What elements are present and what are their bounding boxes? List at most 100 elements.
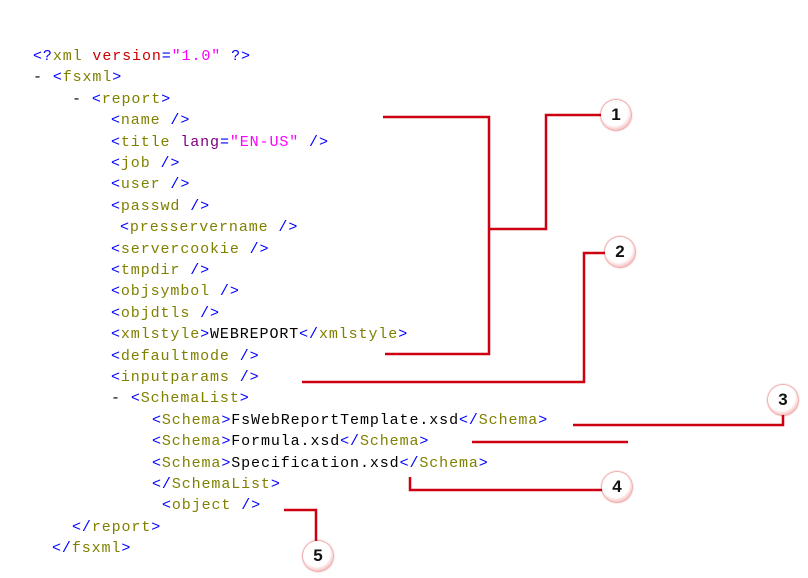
xml-tag: objdtls: [120, 304, 191, 322]
callout-line-4: [408, 477, 602, 492]
xml-close: >: [239, 390, 250, 408]
xml-line: </SchemaList>: [152, 476, 281, 494]
xml-close: >: [221, 454, 232, 472]
xml-open: <: [111, 262, 121, 279]
xml-open: <: [52, 69, 63, 87]
xml-close: >: [161, 90, 172, 108]
xml-close: />: [229, 347, 260, 365]
xml-close: >: [221, 433, 232, 451]
xml-prefix: -: [33, 69, 53, 87]
xml-endopen: </: [299, 326, 319, 344]
xml-line: <name />: [111, 112, 190, 130]
xml-line: <servercookie />: [111, 241, 269, 259]
xml-val: "1.0": [171, 48, 222, 65]
xml-close: />: [180, 197, 211, 215]
xml-line: </fsxml>: [52, 540, 131, 558]
xml-endopen: </: [340, 433, 360, 451]
xml-close: />: [160, 112, 191, 130]
xml-open: <: [111, 369, 121, 386]
xml-open: <: [162, 497, 172, 515]
xml-line: - <SchemaList>: [111, 390, 250, 408]
xml-text: FsWebReportTemplate.xsd: [231, 411, 459, 429]
xml-open: <: [111, 155, 121, 172]
xml-close: />: [160, 176, 191, 194]
xml-tag: Schema: [161, 433, 222, 451]
xml-tag: report: [91, 518, 152, 536]
xml-tag: objsymbol: [120, 283, 211, 301]
xml-line: <objdtls />: [111, 305, 220, 323]
xml-endtag: Schema: [419, 454, 479, 472]
xml-prefix: -: [72, 90, 92, 108]
xml-open: <: [111, 347, 121, 365]
xml-open: <: [91, 90, 102, 108]
xml-prefix: -: [111, 390, 131, 408]
xml-line: <passwd />: [111, 198, 210, 216]
xml-open: <: [111, 240, 121, 258]
xml-close: />: [268, 219, 299, 237]
xml-close: >: [121, 540, 132, 558]
xml-tag: fsxml: [71, 540, 122, 558]
xml-tag: passwd: [120, 197, 181, 215]
xml-open: <: [111, 133, 121, 151]
callout-1: 1: [601, 100, 631, 130]
xml-endopen: </: [399, 454, 420, 472]
xml-tag: tmpdir: [120, 262, 181, 279]
xml-line: <job />: [111, 155, 180, 173]
xml-close: />: [150, 155, 181, 172]
xml-line: <Schema>Formula.xsd</Schema>: [152, 433, 429, 451]
xml-close: />: [180, 262, 211, 279]
xml-tag: xml: [52, 48, 83, 65]
xml-close: >: [221, 411, 232, 429]
callout-4: 4: [602, 472, 632, 502]
callout-3: 3: [768, 385, 798, 415]
xml-open: <: [111, 197, 121, 215]
xml-line: <defaultmode />: [111, 348, 260, 366]
xml-tag: Schema: [161, 411, 222, 429]
xml-endopen: </: [458, 411, 479, 429]
xml-open: <: [111, 326, 121, 344]
xml-line: <inputparams />: [111, 369, 260, 387]
xml-close: />: [229, 369, 260, 386]
xml-open: <: [152, 454, 162, 472]
xml-line: - <fsxml>: [33, 69, 122, 87]
callout-line-2: [302, 251, 605, 384]
callout-line-1: [489, 113, 602, 231]
xml-val: "EN-US": [229, 133, 300, 151]
xml-tag: defaultmode: [120, 347, 230, 365]
xml-endclose: >: [398, 326, 409, 344]
xml-tag: report: [101, 90, 162, 108]
xml-attr: lang: [170, 133, 220, 151]
xml-close: />: [239, 240, 270, 258]
xml-line: <user />: [111, 176, 190, 194]
xml-open: <: [152, 411, 162, 429]
xml-line: - <report>: [72, 91, 171, 109]
xml-open: <: [130, 390, 141, 408]
xml-endtag: Schema: [359, 433, 420, 451]
xml-endtag: xmlstyle: [318, 326, 399, 344]
xml-line: <xmlstyle>WEBREPORT</xmlstyle>: [111, 326, 408, 344]
xml-tag: inputparams: [120, 369, 230, 386]
xml-tag: fsxml: [62, 69, 113, 87]
xml-endclose: >: [419, 433, 430, 451]
xml-open: <: [111, 304, 121, 322]
xml-tag: user: [120, 176, 161, 194]
xml-line: <title lang="EN-US" />: [111, 134, 329, 152]
xml-tag: xmlstyle: [120, 326, 201, 344]
xml-tag: object: [171, 497, 232, 515]
xml-endtag: Schema: [478, 411, 539, 429]
xml-line: <Schema>Specification.xsd</Schema>: [152, 455, 489, 473]
xml-tag: SchemaList: [140, 390, 240, 408]
xml-open: <: [111, 112, 121, 130]
xml-open: <: [120, 219, 130, 237]
xml-endclose: >: [538, 411, 549, 429]
xml-tag: job: [120, 155, 151, 172]
xml-line: <object />: [162, 497, 261, 515]
xml-open: </: [52, 540, 72, 558]
xml-text: Formula.xsd: [231, 433, 341, 451]
xml-close: >: [112, 69, 123, 87]
xml-close: >: [151, 518, 162, 536]
xml-text: Specification.xsd: [231, 454, 400, 472]
xml-open: <: [111, 176, 121, 194]
